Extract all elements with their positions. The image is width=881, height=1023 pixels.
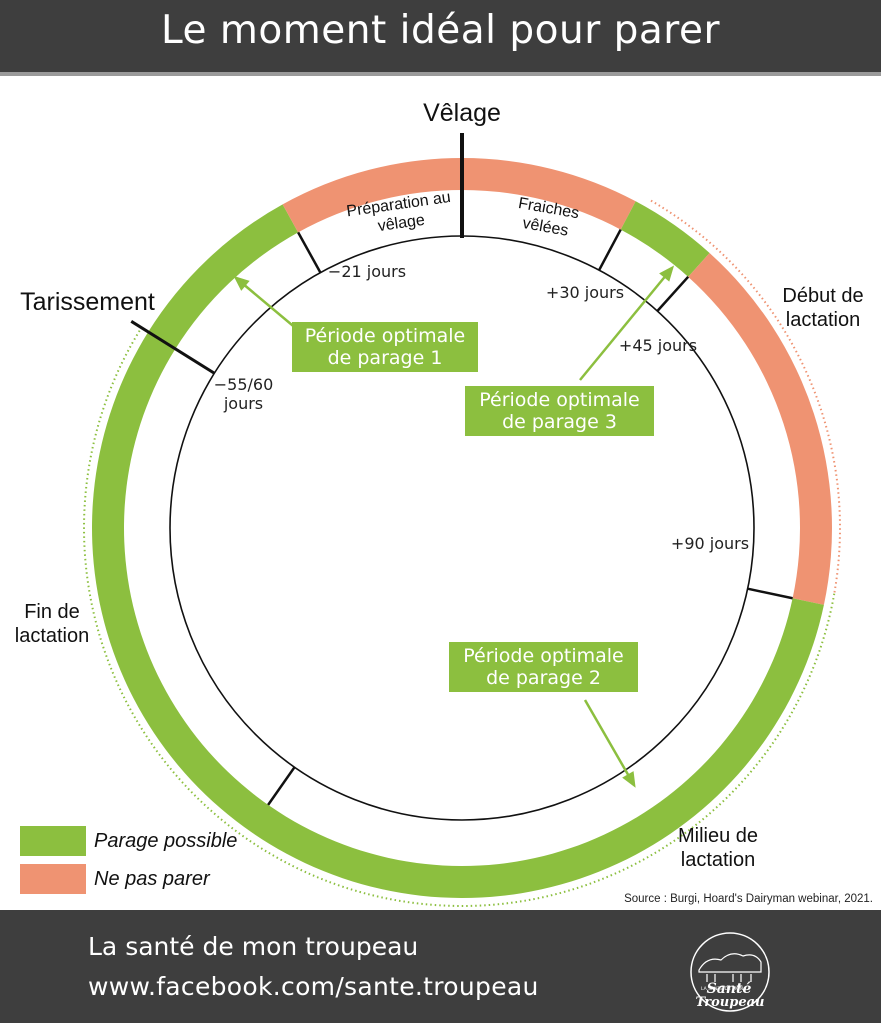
- tick-plus90: [747, 587, 793, 600]
- label-minus21: −21 jours: [327, 262, 407, 281]
- dotted-guide-right: [650, 199, 841, 594]
- label-fin-lactation: Fin de lactation: [14, 601, 90, 647]
- tick-mid-lactation: [267, 766, 296, 806]
- label-plus45: +45 jours: [618, 336, 698, 355]
- dotted-guide-left: [83, 327, 836, 907]
- page-title: Le moment idéal pour parer: [160, 8, 721, 53]
- ring-segment-optimal-3: [620, 201, 710, 277]
- header-bar: [0, 0, 881, 73]
- tick-plus30: [597, 228, 622, 271]
- logo-text-sante: Santé: [707, 981, 752, 997]
- arrow-optimal-3-head: [659, 265, 675, 282]
- label-minus55: −55/60 jours: [213, 375, 274, 414]
- label-tarissement: Tarissement: [20, 288, 155, 316]
- optimal-period-3: Période optimale de parage 3: [465, 386, 654, 437]
- label-velage: Vêlage: [423, 99, 501, 127]
- legend-label-possible: Parage possible: [94, 830, 238, 852]
- arrow-optimal-2-head: [622, 771, 636, 788]
- legend-swatch-possible: [20, 826, 86, 856]
- logo-small-text: LA SANTÉ DE MON: [701, 984, 743, 992]
- label-milieu-lactation: Milieu de lactation: [677, 825, 759, 871]
- label-plus90: +90 jours: [670, 534, 750, 553]
- legend-swatch-no-trim: [20, 864, 86, 894]
- logo-text-troupeau: Troupeau: [696, 995, 765, 1010]
- ring-segment-mid-late-lactation: [92, 331, 824, 898]
- ring-segment-preparation: [282, 158, 462, 233]
- ring-segment-dry-period: [148, 204, 299, 349]
- legend-label-no-trim: Ne pas parer: [94, 868, 210, 890]
- arrow-optimal-1: [235, 277, 299, 331]
- label-plus30: +30 jours: [545, 283, 625, 302]
- label-debut-lactation: Début de lactation: [782, 285, 864, 331]
- cow-logo-icon: LA SANTÉ DE MON Santé Troupeau: [690, 932, 770, 1012]
- footer-link[interactable]: www.facebook.com/sante.troupeau: [88, 972, 539, 1001]
- footer-bar: [0, 910, 881, 1023]
- arrow-optimal-1-head: [233, 275, 250, 291]
- calving-cycle-diagram: [83, 133, 841, 907]
- header-divider: [0, 72, 881, 76]
- optimal-period-2: Période optimale de parage 2: [449, 642, 638, 693]
- ring-segment-fresh-cows: [462, 158, 636, 230]
- arrow-optimal-2: [583, 699, 636, 786]
- footer-brand: La santé de mon troupeau: [88, 932, 419, 961]
- tick-minus21: [297, 231, 322, 274]
- source-note: Source : Burgi, Hoard's Dairyman webinar…: [624, 893, 873, 905]
- arrow-optimal-3: [579, 267, 673, 381]
- tick-plus45: [656, 275, 690, 312]
- optimal-period-1: Période optimale de parage 1: [292, 322, 478, 373]
- tick-tarissement: [130, 320, 216, 375]
- ring-segment-early-lactation: [688, 253, 832, 605]
